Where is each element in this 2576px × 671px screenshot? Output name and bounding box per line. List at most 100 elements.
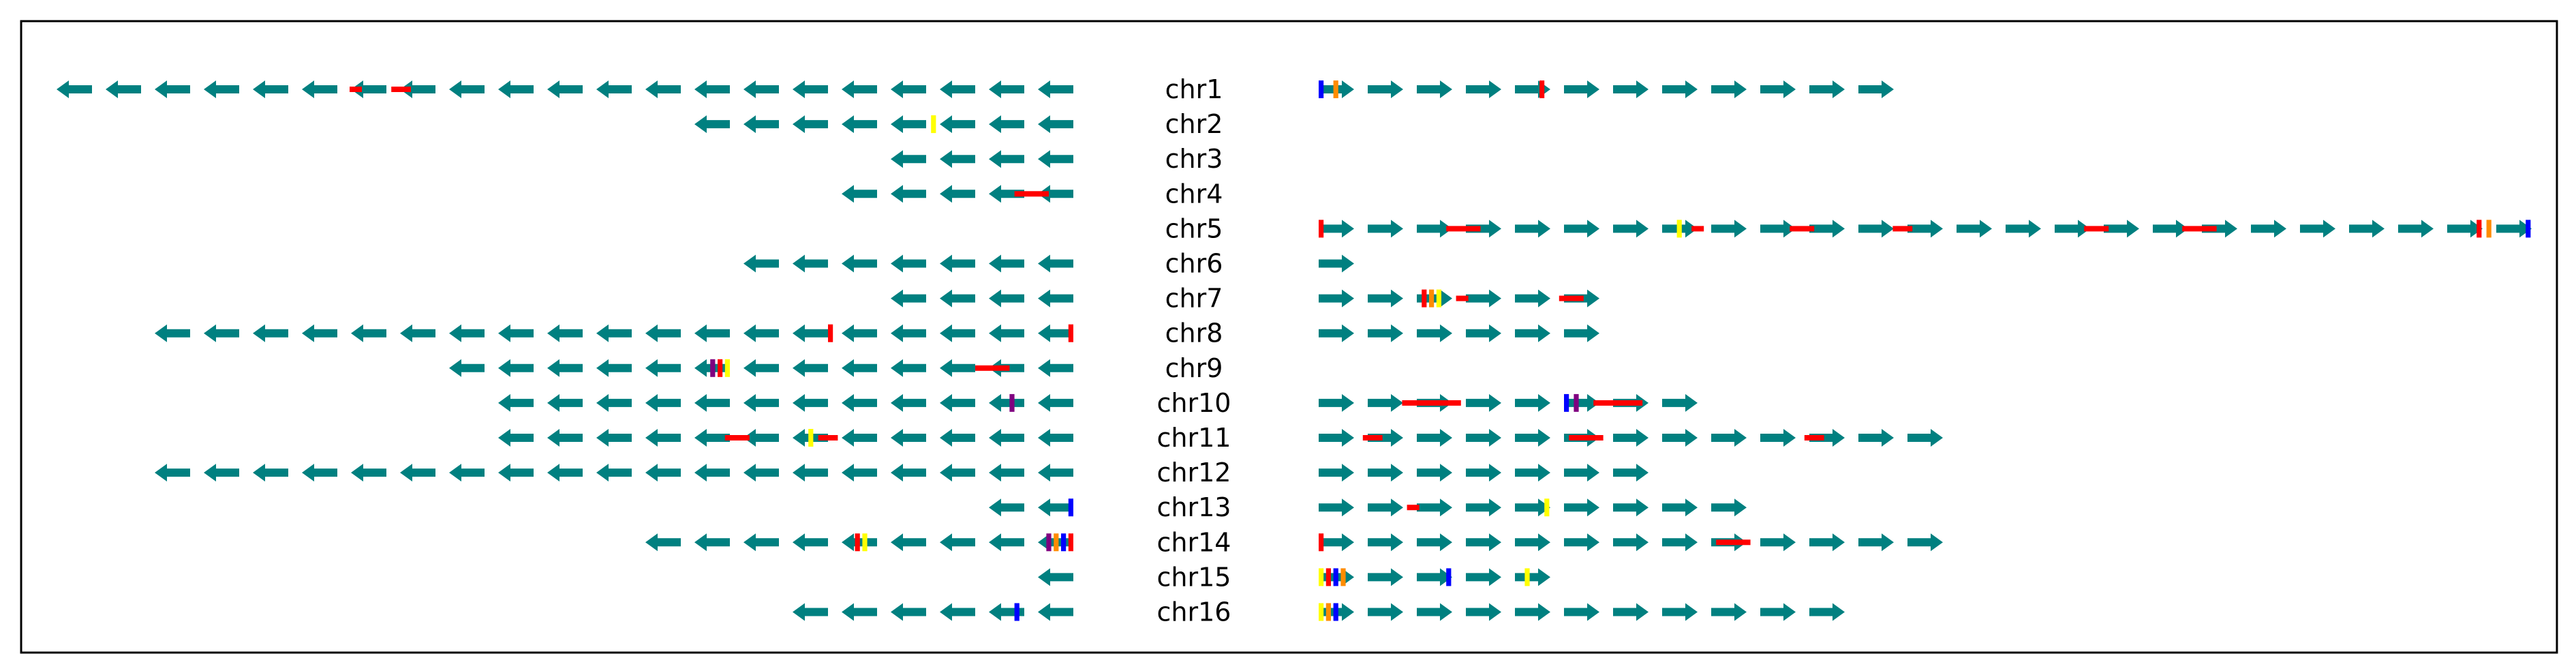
chromosome-row-chr2: chr2 <box>694 109 1223 139</box>
left-gene-arrow <box>891 359 926 377</box>
left-gene-arrow <box>645 393 681 412</box>
right-gene-arrow <box>2055 220 2090 238</box>
right-gene-arrow <box>1368 80 1403 98</box>
left-gene-arrow <box>891 464 926 482</box>
red-marker <box>1422 289 1427 308</box>
red-marker <box>1014 191 1049 197</box>
right-gene-arrow <box>1417 289 1452 308</box>
right-gene-arrow <box>1564 80 1599 98</box>
blue-marker <box>1014 603 1019 621</box>
right-gene-arrow <box>1809 429 1845 447</box>
right-gene-arrow <box>1466 324 1501 342</box>
left-gene-arrow <box>596 324 632 342</box>
left-gene-arrow <box>891 533 926 552</box>
left-gene-arrow <box>547 324 583 342</box>
chromosome-row-chr10: chr10 <box>498 388 1698 418</box>
yellow-marker <box>1319 603 1324 621</box>
left-gene-arrow <box>694 464 730 482</box>
right-gene-arrow <box>1515 220 1550 238</box>
red-marker <box>350 87 362 92</box>
left-gene-arrow <box>400 80 435 98</box>
left-gene-arrow <box>891 429 926 447</box>
right-gene-arrow <box>1662 533 1698 552</box>
left-gene-arrow <box>793 80 828 98</box>
left-gene-arrow <box>793 324 828 342</box>
right-gene-arrow <box>1907 429 1943 447</box>
left-gene-arrow <box>793 393 828 412</box>
right-gene-arrow <box>1613 464 1649 482</box>
left-gene-arrow <box>940 185 975 203</box>
blue-marker <box>1319 80 1324 98</box>
right-gene-arrow <box>1319 393 1354 412</box>
chromosome-label: chr15 <box>1157 562 1231 592</box>
red-marker <box>1804 435 1824 441</box>
right-gene-arrow <box>1368 220 1403 238</box>
left-gene-arrow <box>989 150 1024 168</box>
right-gene-arrow <box>1515 289 1550 308</box>
right-gene-arrow <box>1760 533 1796 552</box>
left-gene-arrow <box>891 80 926 98</box>
left-gene-arrow <box>106 80 141 98</box>
red-marker <box>1892 226 1913 232</box>
right-gene-arrow <box>1613 80 1649 98</box>
left-gene-arrow <box>204 80 239 98</box>
left-gene-arrow <box>400 324 435 342</box>
left-gene-arrow <box>1038 359 1073 377</box>
chromosome-row-chr13: chr13 <box>989 492 1747 522</box>
left-gene-arrow <box>547 393 583 412</box>
right-gene-arrow <box>1368 498 1403 517</box>
left-gene-arrow <box>547 80 583 98</box>
chromosome-label: chr1 <box>1165 74 1223 104</box>
left-gene-arrow <box>940 115 975 134</box>
right-gene-arrow <box>1760 429 1796 447</box>
right-gene-arrow <box>1564 498 1599 517</box>
chromosome-label: chr14 <box>1157 527 1231 557</box>
chromosome-row-chr6: chr6 <box>743 249 1354 279</box>
left-gene-arrow <box>155 464 190 482</box>
right-gene-arrow <box>1466 568 1501 586</box>
right-gene-arrow <box>1613 533 1649 552</box>
left-gene-arrow <box>842 254 877 273</box>
red-marker <box>1402 400 1461 406</box>
right-gene-arrow <box>1319 464 1354 482</box>
left-gene-arrow <box>743 533 779 552</box>
left-gene-arrow <box>1038 429 1073 447</box>
chromosome-label: chr4 <box>1165 179 1223 209</box>
red-marker <box>724 435 750 441</box>
right-gene-arrow <box>1319 289 1354 308</box>
left-gene-arrow <box>940 324 975 342</box>
left-gene-arrow <box>1038 80 1073 98</box>
left-gene-arrow <box>743 429 779 447</box>
right-gene-arrow <box>1515 464 1550 482</box>
red-marker <box>1790 226 1815 232</box>
right-gene-arrow <box>1417 498 1452 517</box>
right-gene-arrow <box>1515 498 1550 517</box>
chromosome-label: chr12 <box>1157 458 1231 488</box>
right-gene-arrow <box>2300 220 2335 238</box>
right-gene-arrow <box>1564 533 1599 552</box>
left-gene-arrow <box>351 80 386 98</box>
chromosome-row-chr3: chr3 <box>891 144 1223 174</box>
left-gene-arrow <box>989 464 1024 482</box>
chromosome-label: chr13 <box>1157 492 1231 522</box>
left-gene-arrow <box>645 324 681 342</box>
left-gene-arrow <box>940 359 975 377</box>
red-marker <box>1319 220 1324 238</box>
left-gene-arrow <box>940 80 975 98</box>
right-gene-arrow <box>1907 220 1943 238</box>
left-gene-arrow <box>940 429 975 447</box>
right-gene-arrow <box>1417 220 1452 238</box>
left-gene-arrow <box>694 324 730 342</box>
left-gene-arrow <box>547 464 583 482</box>
left-gene-arrow <box>940 464 975 482</box>
orange-marker <box>1340 568 1346 586</box>
left-gene-arrow <box>498 464 534 482</box>
left-gene-arrow <box>842 429 877 447</box>
right-gene-arrow <box>1711 220 1747 238</box>
left-gene-arrow <box>596 80 632 98</box>
right-gene-arrow <box>2104 220 2139 238</box>
left-gene-arrow <box>989 533 1024 552</box>
left-gene-arrow <box>351 464 386 482</box>
blue-marker <box>1333 603 1338 621</box>
right-gene-arrow <box>1368 568 1403 586</box>
